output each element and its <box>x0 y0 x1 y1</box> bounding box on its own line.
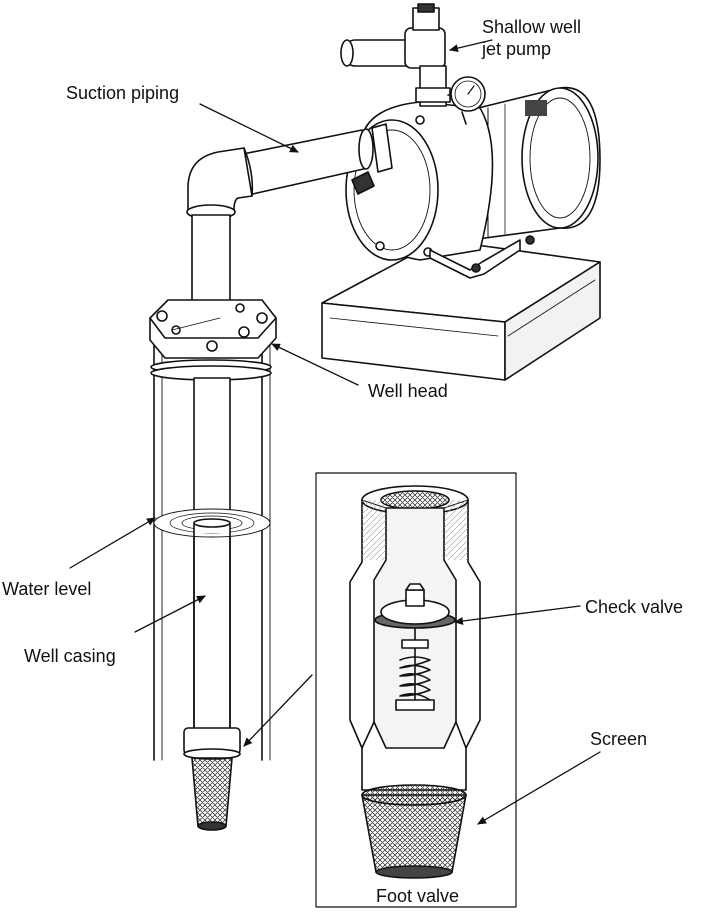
arrow-pump <box>449 39 493 53</box>
label-water-level: Water level <box>2 579 92 599</box>
label-suction-piping: Suction piping <box>66 83 180 103</box>
well-casing-walls <box>153 344 271 761</box>
arrow-well-casing <box>134 595 206 633</box>
label-well-casing: Well casing <box>24 646 116 666</box>
arrow-inset-link <box>243 674 313 747</box>
arrow-suction-piping <box>199 103 299 153</box>
pump-base <box>321 239 601 381</box>
label-check-valve: Check valve <box>585 597 684 617</box>
arrow-check-valve <box>454 605 581 625</box>
label-well-head: Well head <box>368 381 448 401</box>
suction-elbow <box>186 147 254 220</box>
arrow-water-level <box>69 517 156 569</box>
arrow-well-head <box>271 343 359 386</box>
label-screen: Screen <box>590 729 648 749</box>
label-foot-valve: Foot valve <box>376 886 460 906</box>
well-head-flange <box>149 299 277 381</box>
pump-motor <box>469 86 601 241</box>
label-pump-line1: Shallow well <box>482 17 582 37</box>
discharge-fittings <box>340 3 486 125</box>
label-pump-line2: jet pump <box>482 39 552 59</box>
arrow-screen <box>477 751 601 825</box>
leader-lines <box>69 39 601 825</box>
foot-valve-inset <box>315 472 517 908</box>
drop-pipe <box>153 377 271 831</box>
